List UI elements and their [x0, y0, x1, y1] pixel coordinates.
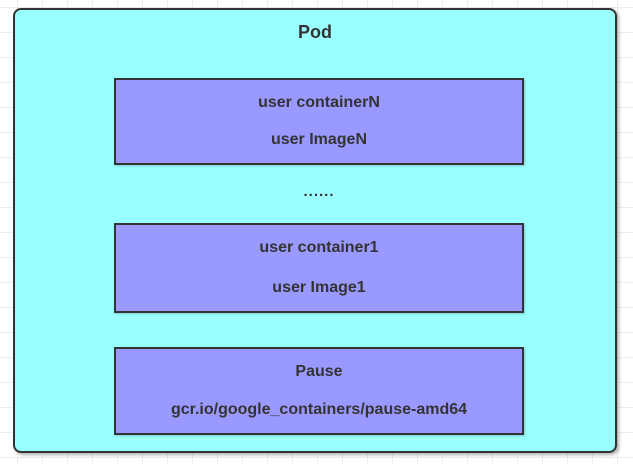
container-image: gcr.io/google_containers/pause-amd64	[170, 401, 468, 418]
container-box-user-n: user containerN user ImageN	[114, 78, 524, 165]
container-box-pause: Pause gcr.io/google_containers/pause-amd…	[114, 347, 524, 435]
container-name: Pause	[295, 363, 343, 380]
pod-title: Pod	[298, 22, 332, 42]
container-name: user container1	[259, 239, 379, 256]
container-box-user-1: user container1 user Image1	[114, 223, 524, 313]
container-image: user ImageN	[270, 131, 368, 148]
ellipsis-label: ......	[303, 183, 335, 200]
container-image: user Image1	[272, 279, 366, 296]
container-name: user containerN	[258, 94, 380, 111]
